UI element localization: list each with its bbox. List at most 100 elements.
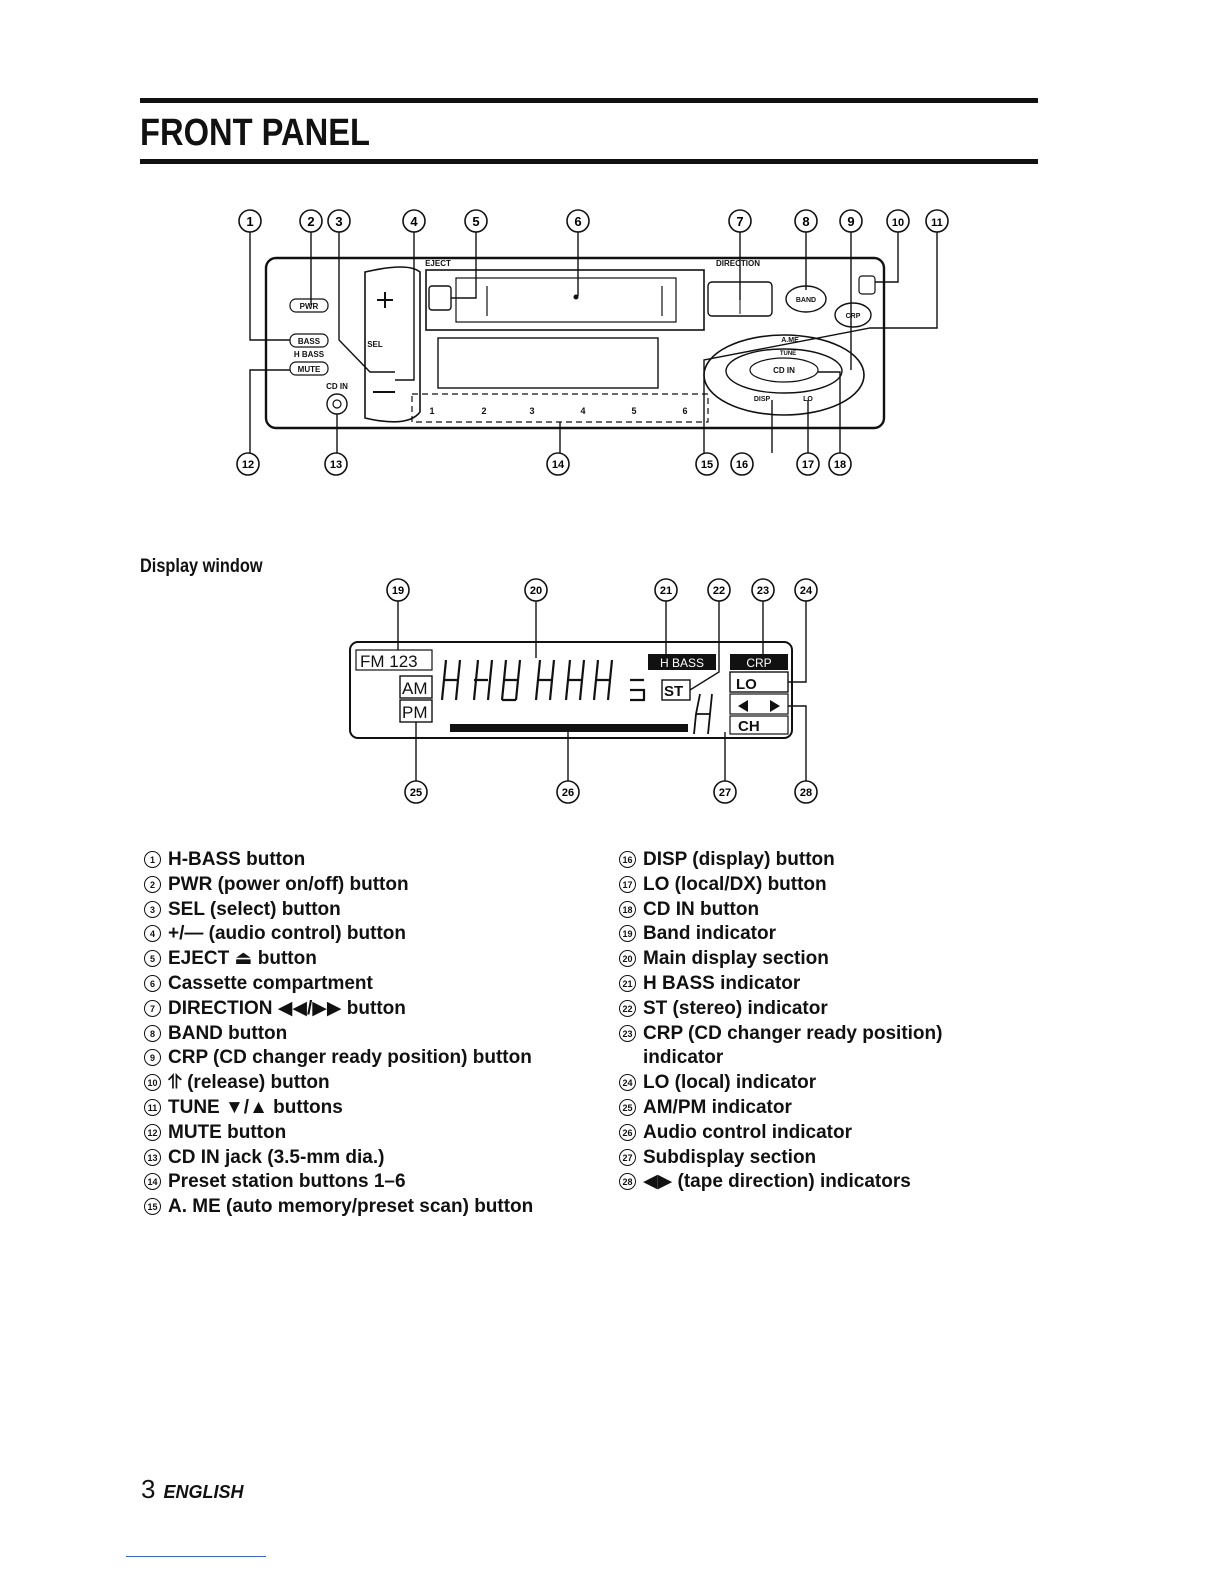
st-label: ST	[664, 683, 683, 700]
front-panel-labels: EJECT DIRECTION PWR BASS H BASS MUTE CD …	[294, 259, 861, 416]
legend-text: DISP (display) button	[643, 849, 835, 870]
callout-11: 11	[925, 209, 949, 233]
legend-number: 7	[144, 999, 161, 1017]
svg-text:5: 5	[631, 406, 636, 416]
svg-text:LO: LO	[803, 396, 813, 403]
footer-language: ENGLISH	[163, 1482, 244, 1502]
legend-text: Preset station buttons 1–6	[168, 1171, 406, 1193]
svg-text:MUTE: MUTE	[298, 365, 321, 374]
legend-number: 8	[144, 1024, 161, 1042]
svg-text:BAND: BAND	[796, 297, 816, 304]
legend-right: 16 DISP (display) button 17 LO (local/DX) b…	[619, 848, 942, 1195]
legend-number: 1	[144, 851, 161, 868]
callout-5: 5	[464, 209, 488, 233]
callout-25: 25	[404, 780, 428, 804]
callout-17: 17	[796, 452, 820, 476]
svg-text:10: 10	[892, 217, 904, 229]
callout-24: 24	[794, 578, 818, 602]
legend-number: 20	[619, 950, 636, 968]
svg-text:4: 4	[410, 214, 418, 229]
legend-item: 26 Audio control indicator	[619, 1121, 942, 1146]
callout-8: 8	[794, 209, 818, 233]
legend-text: LO (local) indicator	[643, 1072, 817, 1094]
legend-number: 14	[144, 1173, 161, 1191]
callout-1: 1	[238, 209, 262, 233]
legend-text: LO (local/DX) button	[643, 873, 827, 895]
legend-text: indicator	[643, 1047, 724, 1069]
display-window-body: H BASS CRP	[349, 641, 793, 739]
legend-text: ST (stereo) indicator	[643, 997, 828, 1019]
legend-text: Audio control indicator	[643, 1121, 852, 1143]
front-panel-diagram: 1 2 3 4 5 6 7 8 9 10 11	[236, 209, 949, 804]
legend-number: 18	[619, 900, 636, 918]
legend-number: 11	[144, 1098, 161, 1116]
svg-text:17: 17	[802, 459, 814, 471]
title-underline	[140, 159, 1038, 164]
legend-text: SEL (select) button	[168, 898, 341, 920]
legend-text: AM/PM indicator	[643, 1096, 792, 1118]
legend-number: 26	[619, 1123, 636, 1141]
display-window-labels: FM 123 AM PM ST LO CH	[360, 652, 760, 735]
legend-text: PWR (power on/off) button	[168, 873, 409, 895]
svg-text:20: 20	[530, 585, 542, 597]
legend-item: 17 LO (local/DX) button	[619, 873, 942, 898]
page-title: FRONT PANEL	[140, 112, 370, 154]
legend-text: Main display section	[643, 948, 829, 970]
svg-text:25: 25	[410, 787, 422, 799]
pm-label: PM	[402, 703, 428, 722]
legend-number: 9	[144, 1049, 161, 1067]
legend-item: indicator	[619, 1046, 942, 1071]
page-number: 3	[141, 1474, 156, 1504]
legend-number: 13	[144, 1148, 161, 1166]
legend-number: 17	[619, 875, 636, 893]
front-panel-callouts-top: 1 2 3 4 5 6 7 8 9 10 11	[238, 209, 949, 233]
legend-number: 12	[144, 1123, 161, 1141]
legend-number: 3	[144, 900, 161, 918]
legend-number: 2	[144, 875, 161, 893]
legend-number: 16	[619, 851, 636, 868]
callout-21: 21	[654, 578, 678, 602]
callout-4: 4	[402, 209, 426, 233]
callout-16: 16	[730, 452, 754, 476]
callout-22: 22	[707, 578, 731, 602]
svg-text:BASS: BASS	[298, 337, 321, 346]
legend-text: EJECT ⏏ button	[168, 948, 317, 970]
svg-text:23: 23	[757, 585, 769, 597]
display-window-leader-lines	[397, 601, 807, 781]
legend-text: CRP (CD changer ready position)	[643, 1022, 943, 1044]
legend-item: 20 Main display section	[619, 947, 942, 972]
display-window-callouts-top: 19 20 21 22 23 24	[386, 578, 818, 602]
legend-item: 5 EJECT ⏏ button	[144, 947, 533, 972]
callout-3: 3	[327, 209, 351, 233]
callout-15: 15	[695, 452, 719, 476]
svg-text:A.ME: A.ME	[781, 337, 799, 344]
svg-text:CRP: CRP	[846, 313, 861, 320]
svg-text:19: 19	[392, 585, 404, 597]
legend-text: H BASS indicator	[643, 972, 801, 994]
legend-text: DIRECTION ◀◀/▶▶ button	[168, 997, 406, 1019]
svg-text:14: 14	[552, 459, 565, 471]
svg-text:6: 6	[682, 406, 687, 416]
svg-text:28: 28	[800, 787, 812, 799]
footer-rule	[126, 1556, 266, 1557]
legend-text: MUTE button	[168, 1121, 287, 1143]
callout-20: 20	[524, 578, 548, 602]
legend-number: 5	[144, 950, 161, 968]
svg-text:TUNE: TUNE	[780, 351, 796, 357]
svg-text:15: 15	[701, 459, 713, 471]
legend-text: ◀▶ (tape direction) indicators	[643, 1171, 911, 1193]
legend-number: 27	[619, 1148, 636, 1166]
page-footer: 3 ENGLISH	[141, 1474, 243, 1505]
svg-text:4: 4	[580, 406, 585, 416]
legend-item: 10⥣ (release) button	[144, 1071, 533, 1096]
